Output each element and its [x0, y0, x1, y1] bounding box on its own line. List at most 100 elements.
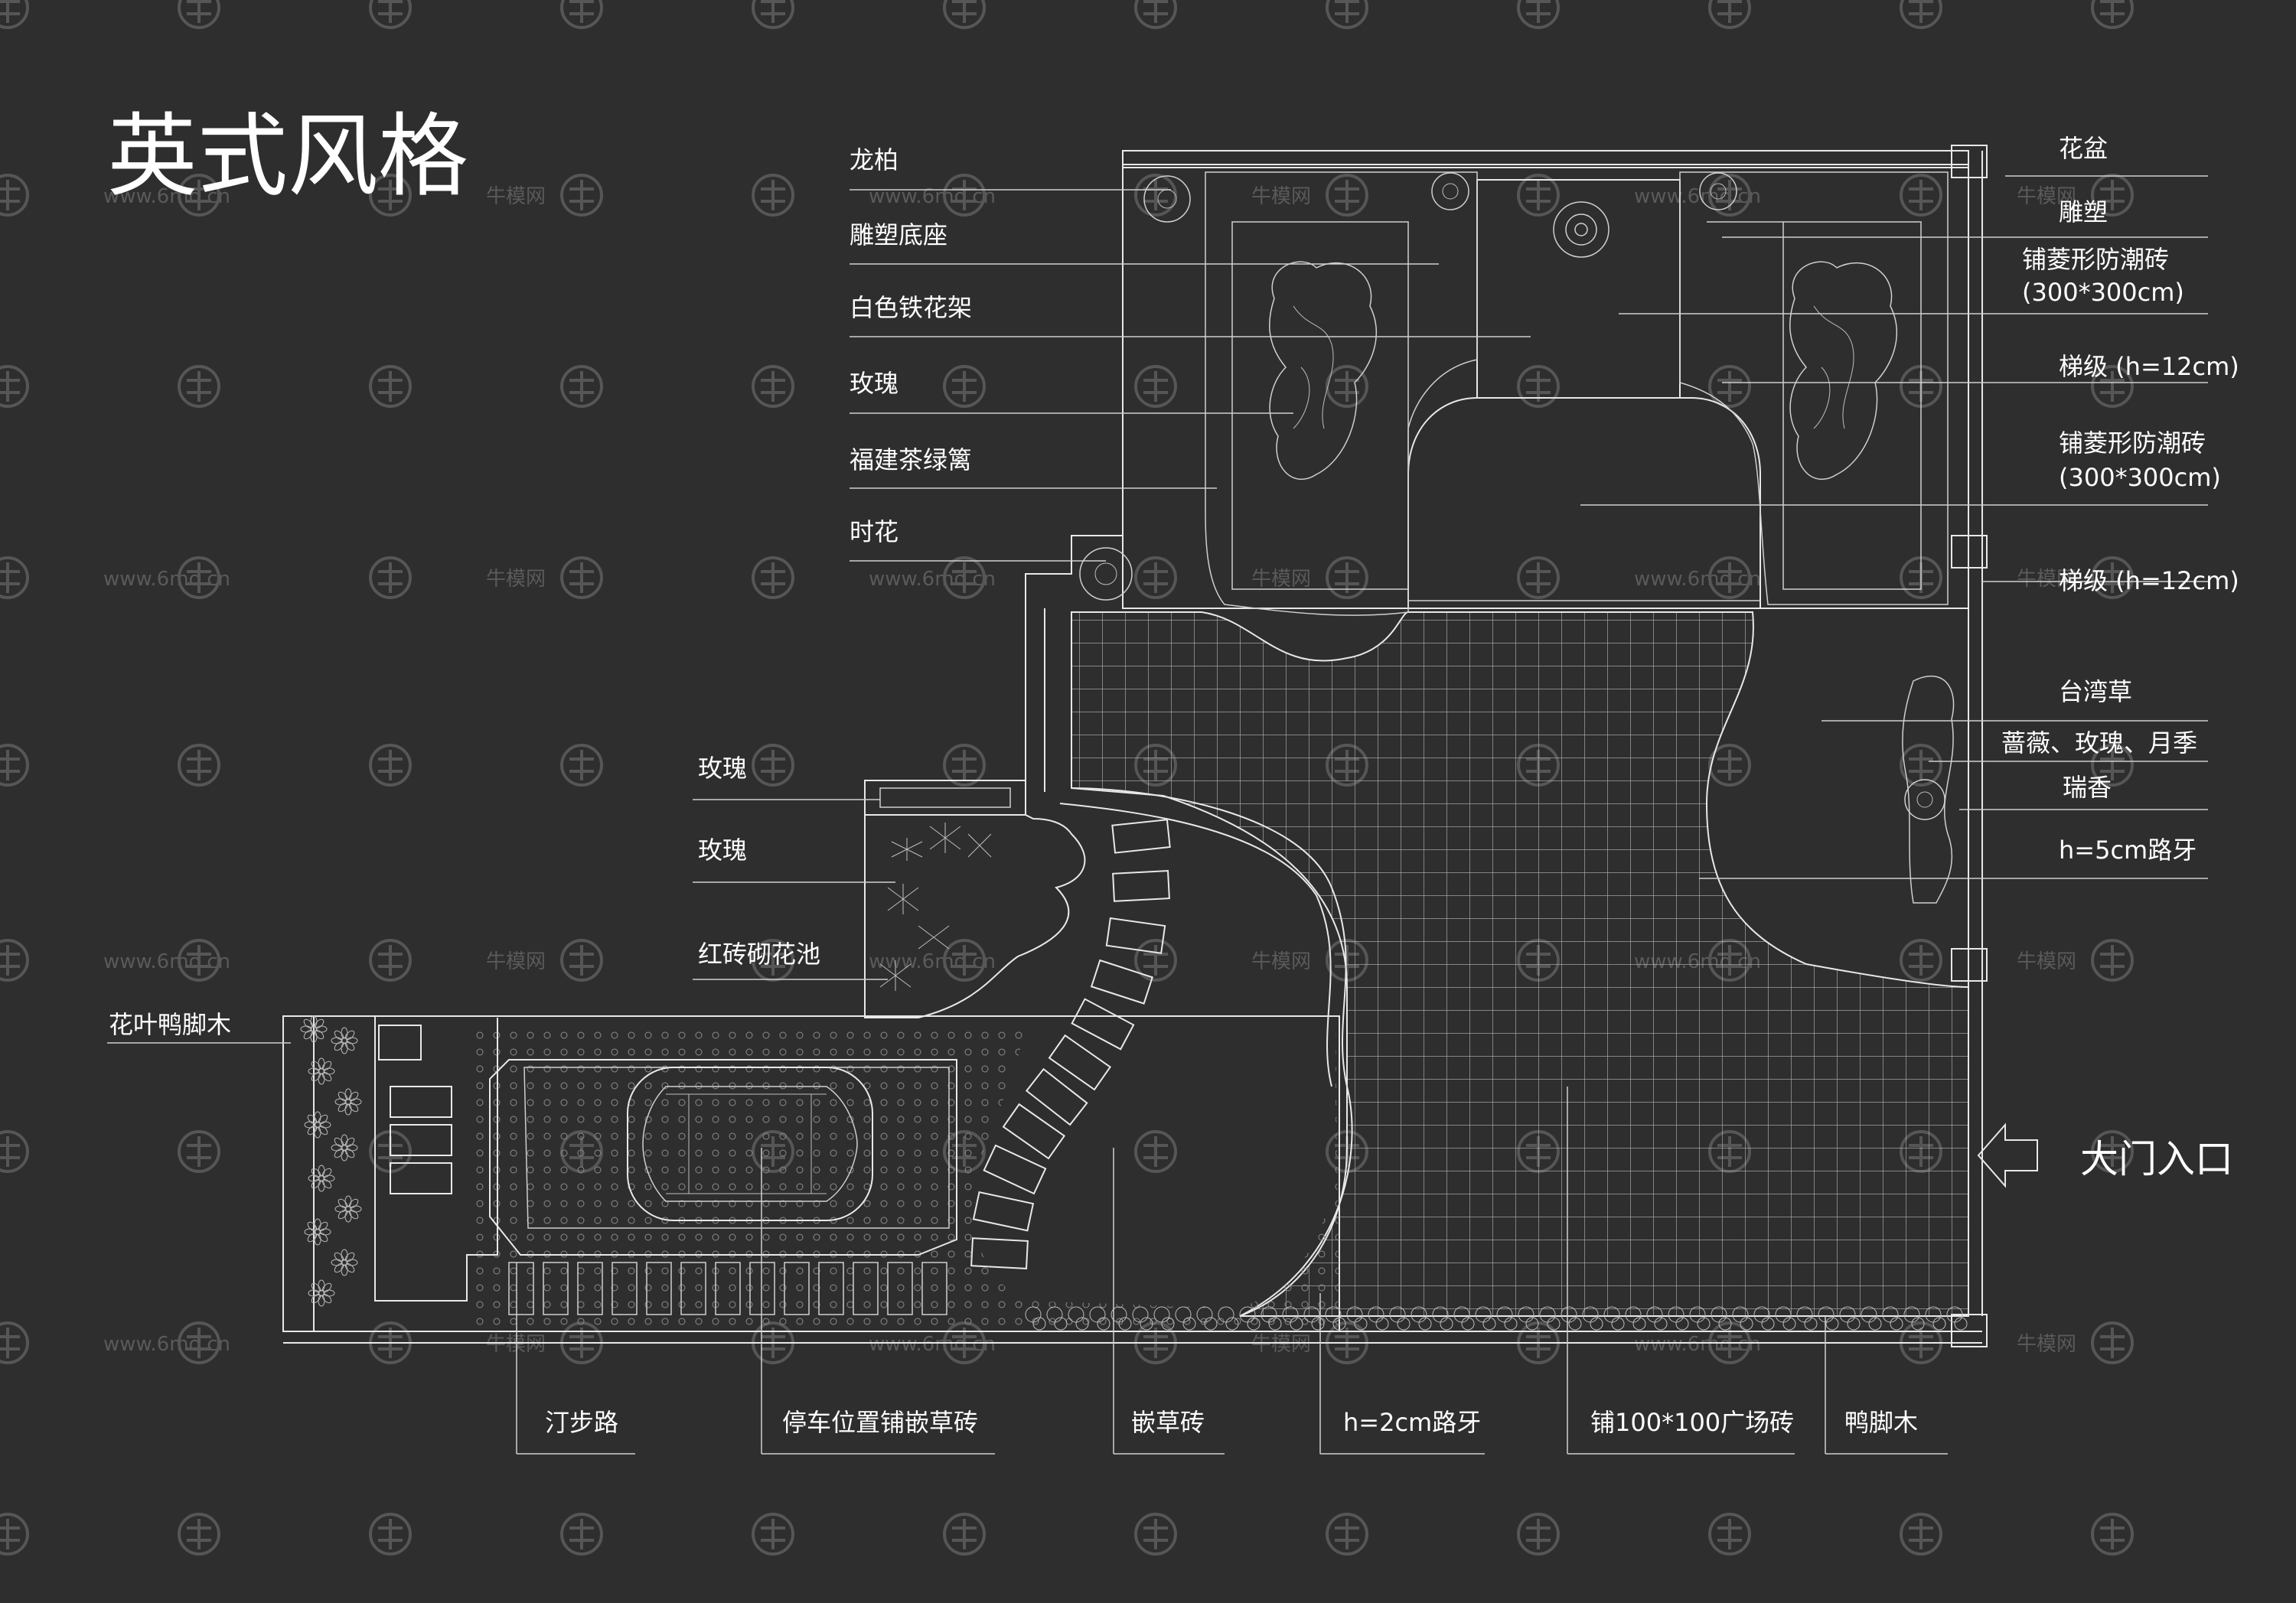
watermark-logo-icon: [178, 744, 220, 787]
label-rose-1: 玫瑰: [850, 369, 899, 398]
watermark-url: www.6mo.cn: [1634, 568, 1761, 591]
watermark-logo-icon: [752, 1513, 794, 1556]
watermark-logo-icon: [1326, 0, 1368, 29]
shrub-symbol: [1368, 1306, 1389, 1331]
watermark-logo-icon: [1708, 556, 1751, 599]
watermark-logo-icon: [2091, 174, 2134, 217]
sculpture-circle: [1553, 201, 1609, 258]
watermark-logo-icon: [1134, 939, 1177, 982]
watermark-logo-icon: [752, 744, 794, 787]
shrub-symbol: [1025, 1306, 1046, 1331]
watermark-url: 牛模网: [486, 185, 546, 208]
iron-flower-frame: [864, 780, 1026, 816]
shrub-symbol: [1839, 1306, 1861, 1331]
shrub-symbol: [1282, 1306, 1303, 1331]
label-diamond-tile-1-size: (300*300cm): [2022, 278, 2184, 307]
watermark-logo-icon: [1134, 365, 1177, 408]
watermark-url: 牛模网: [2017, 950, 2076, 973]
label-white-iron-frame: 白色铁花架: [850, 293, 972, 322]
parking-bay: [374, 1016, 957, 1315]
watermark-url: www.6mo.cn: [869, 185, 996, 208]
paver-strip: [715, 1262, 741, 1315]
shrub-symbol: [1732, 1306, 1753, 1331]
sculpture-base-court: [1476, 179, 1681, 399]
post-lower-right: [1951, 948, 1988, 982]
diamond-tile-court: [1407, 397, 1761, 609]
car-outline: [627, 1067, 873, 1221]
watermark-logo-icon: [1134, 556, 1177, 599]
label-grass-pavers: 嵌草砖: [1131, 1408, 1205, 1437]
watermark-logo-icon: [752, 174, 794, 217]
flower-symbol: [308, 1057, 335, 1085]
shrub-symbol: [1068, 1306, 1089, 1331]
watermark-logo-icon: [1900, 939, 1942, 982]
flower-symbol: [331, 1249, 358, 1276]
label-flower-pot: 花盆: [2059, 134, 2108, 163]
watermark-logo-icon: [943, 0, 986, 29]
watermark-logo-icon: [1517, 1513, 1560, 1556]
shrub-symbol: [1175, 1306, 1196, 1331]
watermark-logo-icon: [2091, 1130, 2134, 1173]
watermark-logo-icon: [943, 1513, 986, 1556]
leader-lines: [107, 175, 2208, 1455]
watermark-logo-icon: [2091, 365, 2134, 408]
watermark-logo-icon: [369, 556, 412, 599]
label-roses-mix: 蔷薇、玫瑰、月季: [2001, 728, 2197, 758]
flower-symbol: [331, 1134, 358, 1162]
flower-symbol: [308, 1165, 335, 1192]
watermark-url: 牛模网: [1251, 568, 1311, 591]
schefflera-planting: [300, 1015, 362, 1307]
watermark-logo-icon: [369, 0, 412, 29]
watermark-logo-icon: [1900, 744, 1942, 787]
shrub-symbol: [1089, 1306, 1110, 1331]
label-longbai: 龙柏: [850, 145, 899, 174]
watermark-logo-icon: [943, 365, 986, 408]
watermark-logo-icon: [752, 939, 794, 982]
shrub-symbol: [1303, 1306, 1325, 1331]
label-schefflera: 鸭脚木: [1844, 1408, 1918, 1437]
bottom-shrub-border: [1025, 1306, 1968, 1331]
label-daphne: 瑞香: [2063, 773, 2112, 802]
shrub-symbol: [1539, 1306, 1561, 1331]
shrub-symbol: [1582, 1306, 1603, 1331]
watermark-logo-icon: [0, 174, 29, 217]
watermark-logo-icon: [178, 0, 220, 29]
label-step-1: 梯级 (h=12cm): [2059, 352, 2239, 381]
post-mid-right: [1951, 535, 1988, 569]
labels-bottom: 汀步路 停车位置铺嵌草砖 嵌草砖 h=2cm路牙 铺100*100广场砖 鸭脚木: [545, 1408, 1918, 1437]
watermark-url: 牛模网: [486, 1333, 546, 1356]
watermark-logo-icon: [752, 556, 794, 599]
watermark-logo-icon: [1134, 1130, 1177, 1173]
stepping-stones: [970, 819, 1171, 1269]
labels-top-left: 龙柏 雕塑底座 白色铁花架 玫瑰 福建茶绿篱 时花: [850, 145, 972, 546]
watermark-url: 牛模网: [1251, 950, 1311, 973]
watermark-logo-icon: [943, 744, 986, 787]
watermark-logo-icon: [1134, 1513, 1177, 1556]
watermark-logo-icon: [0, 556, 29, 599]
watermark-logo-icon: [178, 1321, 220, 1364]
watermark-url: www.6mo.cn: [103, 568, 230, 591]
shrub-symbol: [1925, 1306, 1946, 1331]
shrub-symbol: [1775, 1306, 1796, 1331]
watermark-url: www.6mo.cn: [1634, 185, 1761, 208]
watermark-logo-icon: [1134, 0, 1177, 29]
shrub-symbol: [1153, 1306, 1175, 1331]
shrub-symbol: [1861, 1306, 1882, 1331]
label-sculpture-base: 雕塑底座: [850, 220, 947, 249]
watermark-logo-icon: [560, 556, 603, 599]
sculpture-right: [1789, 261, 1897, 480]
watermark-logo-icon: [0, 1321, 29, 1364]
paver-strip: [749, 1262, 775, 1315]
shrub-symbol: [1411, 1306, 1432, 1331]
flower-symbol: [334, 1195, 362, 1223]
hedge-bed-right: [1679, 171, 1949, 605]
shrub-symbol: [1561, 1306, 1582, 1331]
watermark-logo-icon: [369, 1513, 412, 1556]
watermark-url: 牛模网: [486, 568, 546, 591]
watermark-logo-icon: [1900, 1513, 1942, 1556]
shrub-symbol: [1453, 1306, 1475, 1331]
watermark-logo-icon: [560, 174, 603, 217]
label-diamond-tile-1: 铺菱形防潮砖: [2022, 245, 2169, 274]
shrub-symbol: [1239, 1306, 1261, 1331]
